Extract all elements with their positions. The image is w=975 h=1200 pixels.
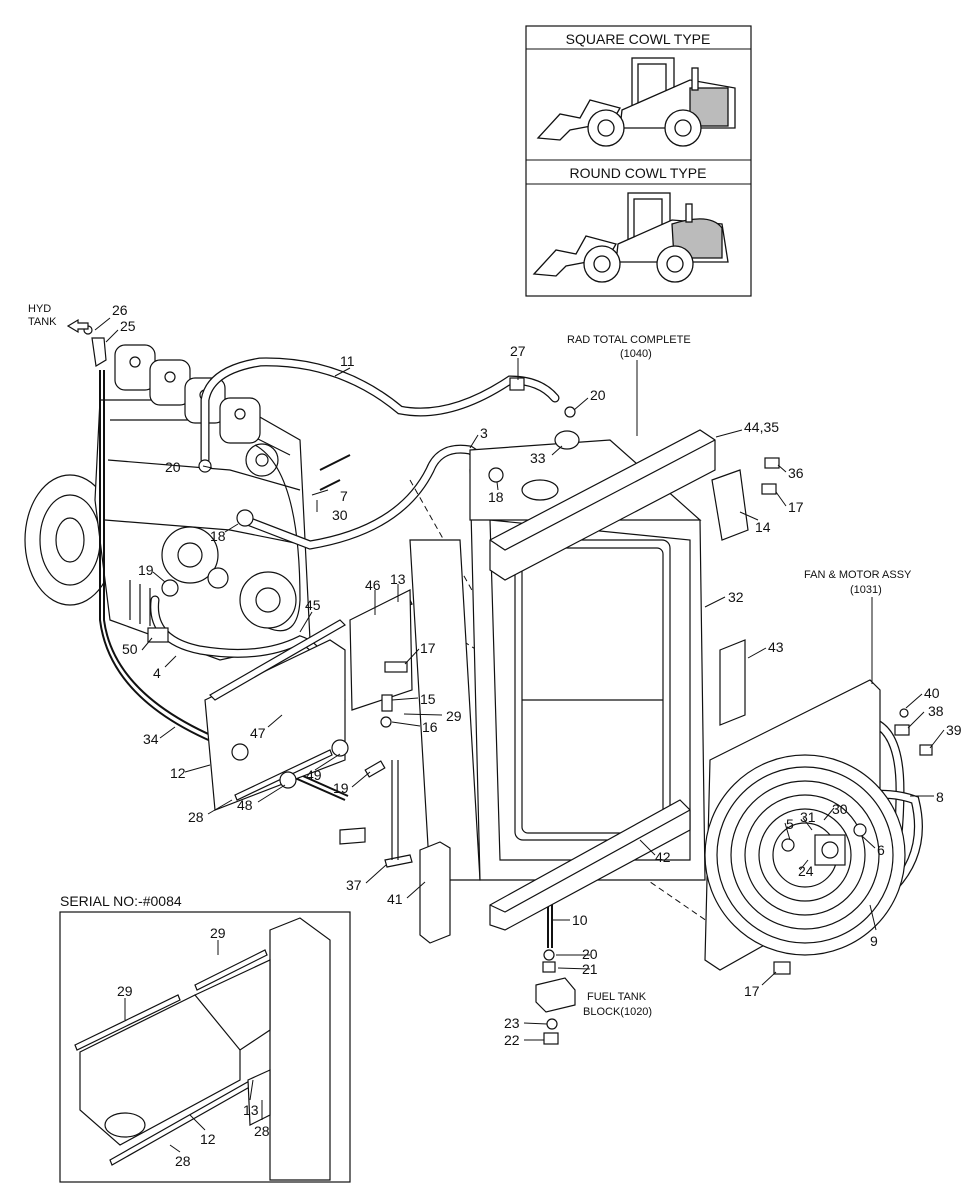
engine-assembly — [24, 344, 311, 661]
callout-28-b: 28 — [254, 1123, 270, 1139]
callout-40: 40 — [924, 685, 940, 701]
callout-20-b: 20 — [165, 459, 181, 475]
callout-22: 22 — [504, 1032, 520, 1048]
callout-29-c: 29 — [117, 983, 133, 999]
callout-21: 21 — [582, 961, 598, 977]
callout-32: 32 — [728, 589, 744, 605]
callout-4: 4 — [153, 665, 161, 681]
callout-8: 8 — [936, 789, 944, 805]
part-callouts: 26 25 11 27 20 3 44,35 20 33 36 7 18 17 … — [112, 302, 962, 1169]
callout-49: 49 — [306, 767, 322, 783]
callout-28-c: 28 — [175, 1153, 191, 1169]
square-cowl-loader-icon — [536, 57, 736, 147]
callout-10: 10 — [572, 912, 588, 928]
callout-3: 3 — [480, 425, 488, 441]
callout-39: 39 — [946, 722, 962, 738]
serial-number-note: SERIAL NO:-#0084 — [60, 893, 182, 909]
callout-45: 45 — [305, 597, 321, 613]
callout-20-a: 20 — [590, 387, 606, 403]
callout-26: 26 — [112, 302, 128, 318]
callout-29-b: 29 — [210, 925, 226, 941]
callout-41: 41 — [387, 891, 403, 907]
callout-12-a: 12 — [170, 765, 186, 781]
callout-43: 43 — [768, 639, 784, 655]
callout-24: 24 — [798, 863, 814, 879]
callout-17-b: 17 — [420, 640, 436, 656]
callout-29-a: 29 — [446, 708, 462, 724]
callout-11: 11 — [340, 353, 355, 369]
callout-14: 14 — [755, 519, 771, 535]
callout-30-a: 30 — [332, 507, 348, 523]
round-cowl-loader-icon — [532, 192, 729, 283]
fan-motor-code: (1031) — [850, 584, 882, 596]
callout-33: 33 — [530, 450, 546, 466]
callout-50: 50 — [122, 641, 138, 657]
serial-inset-panel — [59, 911, 351, 1183]
callout-30-b: 30 — [832, 801, 848, 817]
callout-19-a: 19 — [138, 562, 154, 578]
callout-25: 25 — [120, 318, 136, 334]
leader-lines — [94, 317, 945, 1153]
callout-13-a: 13 — [390, 571, 406, 587]
small-parts — [83, 325, 933, 1045]
round-cowl-title: ROUND COWL TYPE — [570, 165, 707, 181]
callout-47: 47 — [250, 725, 266, 741]
callout-18-a: 18 — [488, 489, 504, 505]
hyd-tank-arrow-icon — [66, 318, 89, 334]
callout-7: 7 — [340, 488, 348, 504]
callout-16: 16 — [422, 719, 438, 735]
callout-5: 5 — [786, 816, 794, 832]
callout-9: 9 — [870, 933, 878, 949]
callout-27: 27 — [510, 343, 526, 359]
fuel-tank-note: FUEL TANK — [587, 991, 647, 1003]
callout-36: 36 — [788, 465, 804, 481]
callout-31: 31 — [800, 809, 816, 825]
callout-42: 42 — [655, 849, 671, 865]
rad-total-note: RAD TOTAL COMPLETE — [567, 334, 691, 346]
callout-12-b: 12 — [200, 1131, 216, 1147]
callout-46: 46 — [365, 577, 381, 593]
fan-motor-note: FAN & MOTOR ASSY — [804, 569, 912, 581]
fan-motor-assembly — [704, 679, 906, 971]
callout-48: 48 — [237, 797, 253, 813]
callout-18-b: 18 — [210, 528, 226, 544]
part-27 — [509, 377, 525, 391]
callout-44-35: 44,35 — [744, 419, 779, 435]
cowl-type-panel: SQUARE COWL TYPE ROUND COWL TYPE — [525, 25, 752, 297]
callout-28-a: 28 — [188, 809, 204, 825]
callout-19-b: 19 — [333, 780, 349, 796]
callout-6: 6 — [877, 842, 885, 858]
callout-34: 34 — [143, 731, 159, 747]
callout-20-c: 20 — [582, 946, 598, 962]
callout-15: 15 — [420, 691, 436, 707]
hyd-tank-note: HYD — [28, 303, 51, 315]
callout-17-a: 17 — [788, 499, 804, 515]
fuel-tank-note-2: BLOCK(1020) — [583, 1006, 652, 1018]
hyd-tank-note-2: TANK — [28, 316, 57, 328]
radiator-assembly — [204, 429, 749, 944]
square-cowl-title: SQUARE COWL TYPE — [566, 31, 711, 47]
callout-13-b: 13 — [243, 1102, 259, 1118]
callout-23: 23 — [504, 1015, 520, 1031]
rad-total-code: (1040) — [620, 348, 652, 360]
callout-37: 37 — [346, 877, 362, 893]
callout-38: 38 — [928, 703, 944, 719]
callout-17-c: 17 — [744, 983, 760, 999]
